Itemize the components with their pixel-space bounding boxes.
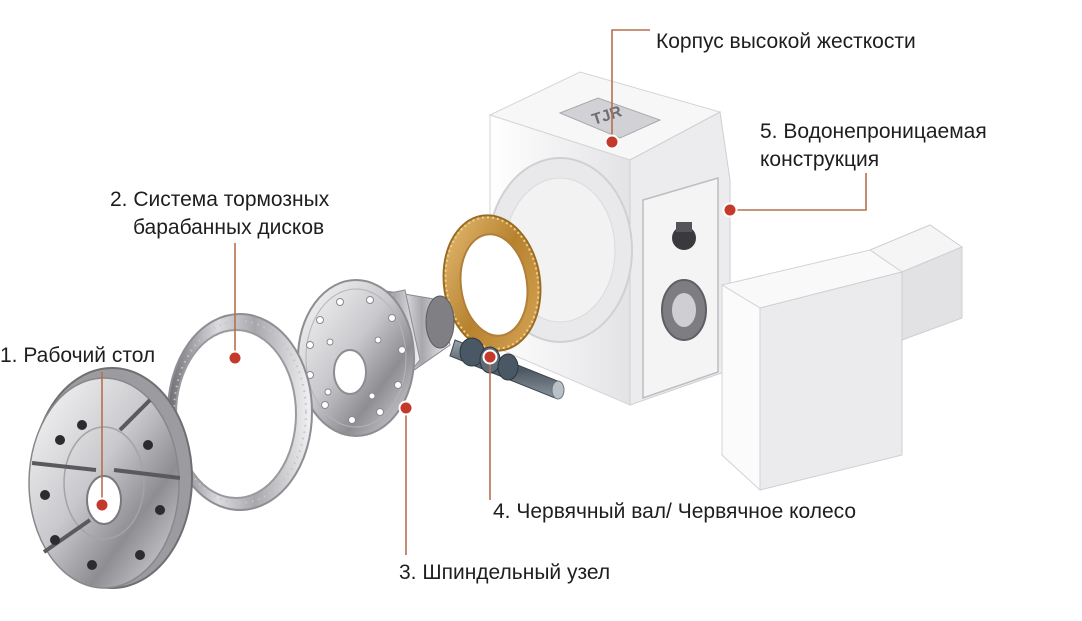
label-housing: Корпус высокой жесткости: [656, 30, 916, 53]
callout-dot-table: [94, 497, 110, 513]
label-brake-line1: 2. Система тормозных: [110, 188, 330, 211]
callout-dot-housing: [604, 134, 620, 150]
label-worm: 4. Червячный вал/ Червячное колесо: [493, 500, 857, 523]
label-waterproof-line2: конструкция: [760, 148, 880, 171]
spindle-assembly: [297, 279, 455, 437]
callout-lines: [101, 29, 867, 555]
worm-wheel: [442, 214, 542, 352]
callout-dot-spindle: [398, 400, 414, 416]
callout-dot-waterproof: [722, 202, 738, 218]
label-table: 1. Рабочий стол: [0, 344, 156, 367]
brake-drum-ring: [167, 313, 313, 511]
label-waterproof-line1: 5. Водонепроницаемая: [760, 120, 987, 143]
callout-dot-brake: [227, 350, 243, 366]
work-table: [28, 367, 193, 589]
motor-box: [720, 224, 964, 492]
label-spindle: 3. Шпиндельный узел: [399, 561, 611, 584]
callout-dots: [94, 134, 738, 513]
label-brake-line2: барабанных дисков: [133, 216, 325, 239]
callout-dot-worm: [482, 349, 498, 365]
